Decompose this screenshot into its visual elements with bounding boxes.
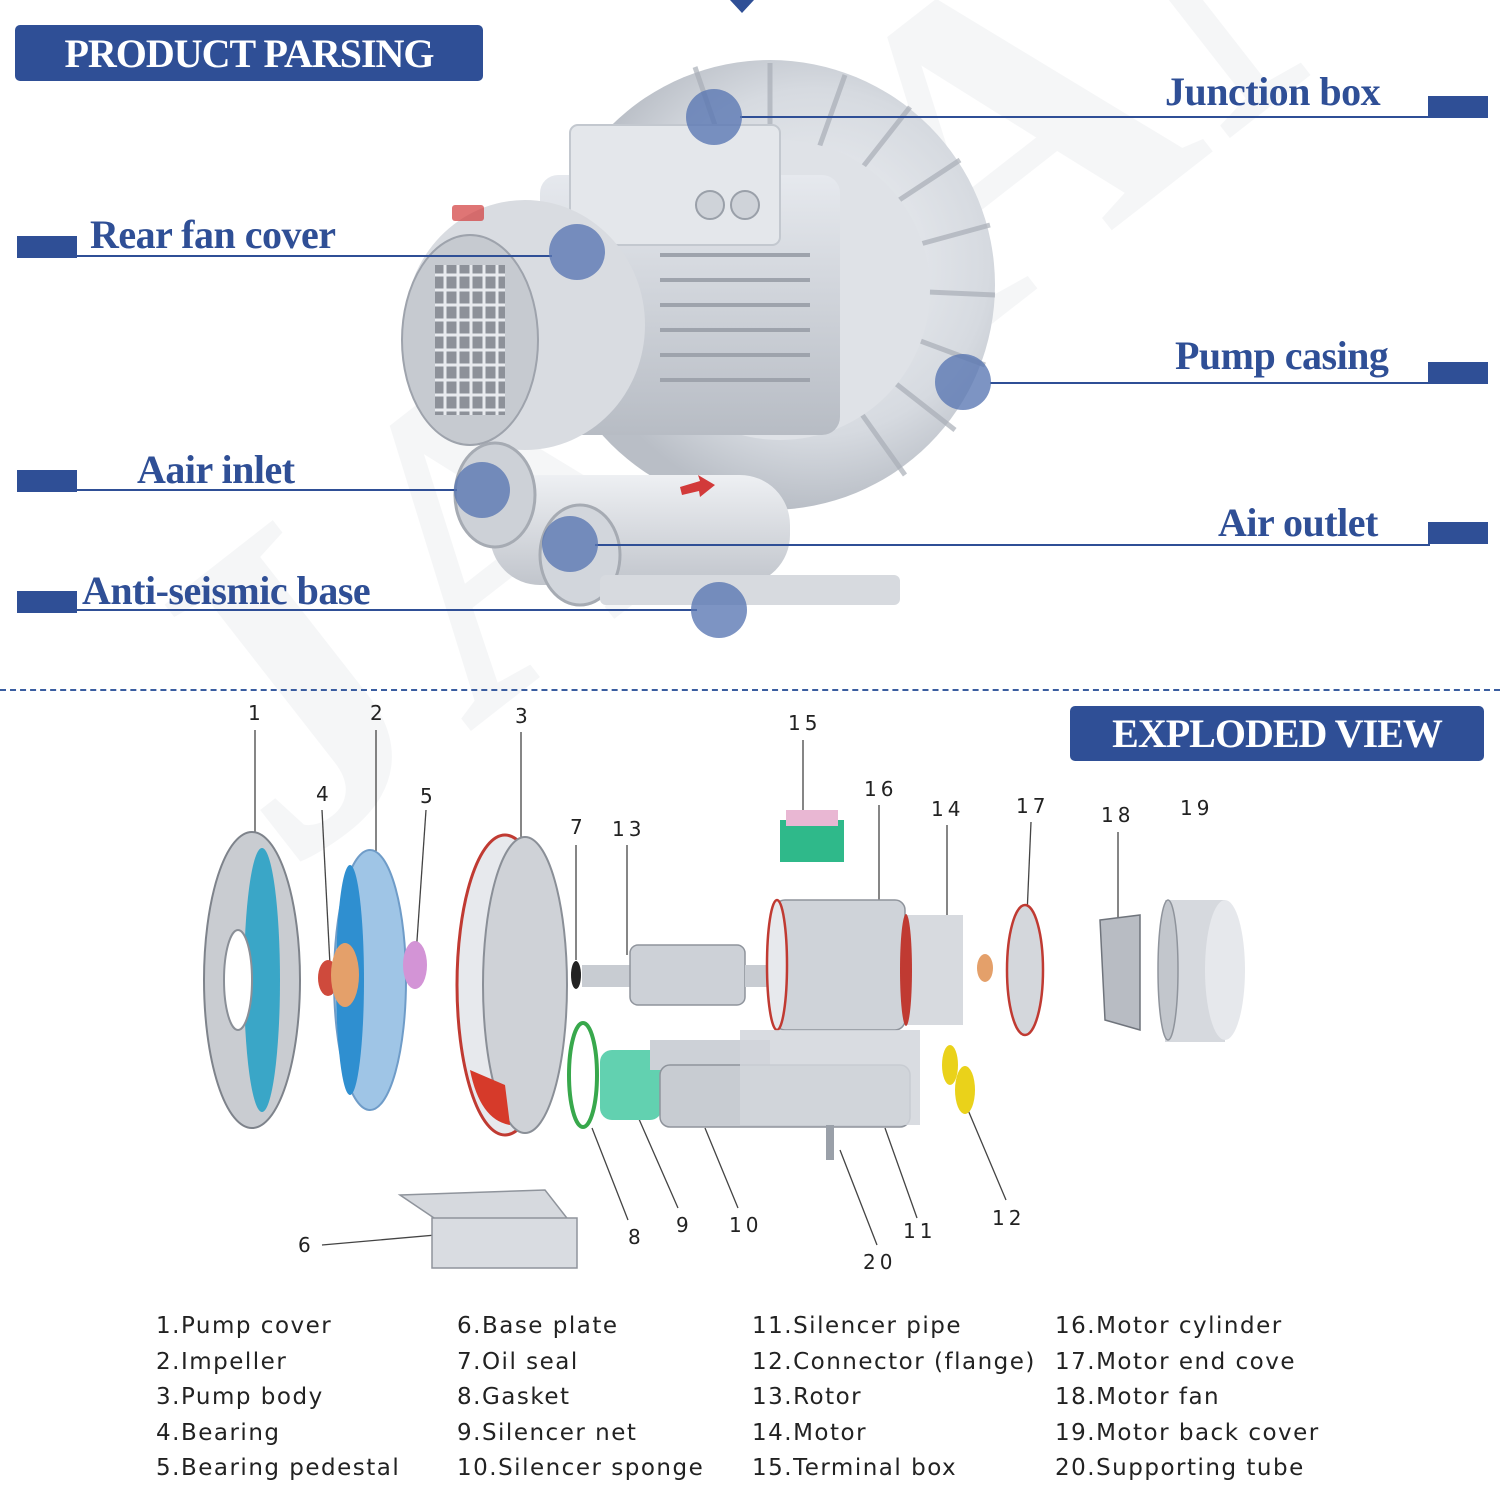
legend-item: 9.Silencer net (457, 1419, 638, 1446)
part-number-15: 15 (788, 711, 822, 735)
part-number-17: 17 (1016, 794, 1050, 818)
callout-air-inlet: Aair inlet (137, 447, 295, 492)
legend-column-1: 1.Pump cover 2.Impeller 3.Pump body 4.Be… (156, 1312, 400, 1490)
legend-item: 14.Motor (752, 1419, 868, 1446)
legend-item: 20.Supporting tube (1055, 1455, 1305, 1481)
part-number-19: 19 (1180, 796, 1214, 820)
part-number-4: 4 (316, 782, 333, 806)
dot-air-inlet (454, 462, 510, 518)
legend-item: 13.Rotor (752, 1384, 863, 1410)
legend-item: 15.Terminal box (752, 1455, 958, 1481)
legend-item: 17.Motor end cove (1055, 1348, 1296, 1375)
legend-item: 3.Pump body (156, 1384, 324, 1410)
dot-anti-seismic-base (691, 582, 747, 638)
legend-item: 18.Motor fan (1055, 1384, 1221, 1410)
part-number-11: 11 (903, 1219, 937, 1243)
legend-item: 8.Gasket (457, 1384, 571, 1410)
section-divider (0, 689, 1500, 691)
leader-anti-seismic-base (77, 609, 697, 611)
part-number-12: 12 (992, 1206, 1026, 1230)
legend-item: 19.Motor back cover (1055, 1419, 1320, 1446)
part-number-9: 9 (676, 1213, 693, 1237)
legend-item: 11.Silencer pipe (752, 1313, 962, 1339)
leader-air-inlet (77, 489, 457, 491)
caret-down-icon (730, 0, 754, 13)
tab-rear-fan-cover (17, 236, 77, 258)
legend-item: 4.Bearing (156, 1419, 281, 1446)
part-number-6: 6 (298, 1233, 315, 1257)
callout-pump-casing: Pump casing (1175, 333, 1389, 378)
callout-air-outlet: Air outlet (1218, 500, 1378, 545)
dot-pump-casing (935, 354, 991, 410)
tab-air-outlet (1428, 522, 1488, 544)
exploded-view-badge: EXPLODED VIEW (1070, 706, 1484, 761)
exploded-view-illustration (203, 730, 1245, 1269)
leader-junction-box (740, 116, 1430, 118)
legend-item: 2.Impeller (156, 1348, 288, 1375)
dot-rear-fan-cover (549, 224, 605, 280)
dot-air-outlet (542, 516, 598, 572)
legend-item: 7.Oil seal (457, 1348, 579, 1375)
tab-pump-casing (1428, 362, 1488, 384)
part-number-20: 20 (863, 1250, 897, 1274)
legend-column-4: 16.Motor cylinder 17.Motor end cove 18.M… (1055, 1312, 1320, 1490)
tab-junction-box (1428, 96, 1488, 118)
callout-rear-fan-cover: Rear fan cover (90, 212, 336, 257)
legend-column-2: 6.Base plate 7.Oil seal 8.Gasket 9.Silen… (457, 1312, 704, 1490)
leader-rear-fan-cover (77, 255, 552, 257)
tab-anti-seismic-base (17, 591, 77, 613)
legend-item: 16.Motor cylinder (1055, 1313, 1283, 1339)
legend-item: 12.Connector (flange) (752, 1348, 1036, 1375)
tab-air-inlet (17, 470, 77, 492)
blower-illustration (401, 60, 996, 607)
legend-item: 5.Bearing pedestal (156, 1455, 401, 1481)
legend-item: 10.Silencer sponge (457, 1455, 705, 1481)
dot-junction-box (686, 89, 742, 145)
leader-pump-casing (990, 382, 1430, 384)
part-number-18: 18 (1101, 803, 1135, 827)
part-number-3: 3 (515, 704, 532, 728)
legend-item: 1.Pump cover (156, 1313, 333, 1339)
part-number-5: 5 (420, 784, 437, 808)
part-number-1: 1 (248, 701, 265, 725)
part-number-7: 7 (570, 815, 587, 839)
legend-item: 6.Base plate (457, 1313, 619, 1339)
part-number-13: 13 (612, 817, 646, 841)
part-number-16: 16 (864, 777, 898, 801)
part-number-8: 8 (628, 1225, 645, 1249)
product-parsing-badge: PRODUCT PARSING (15, 25, 483, 81)
callout-anti-seismic-base: Anti-seismic base (82, 568, 371, 613)
legend-column-3: 11.Silencer pipe 12.Connector (flange) 1… (752, 1312, 1036, 1490)
callout-junction-box: Junction box (1165, 69, 1381, 114)
part-number-2: 2 (370, 701, 387, 725)
part-number-10: 10 (729, 1213, 763, 1237)
part-number-14: 14 (931, 797, 965, 821)
leader-air-outlet (595, 544, 1430, 546)
